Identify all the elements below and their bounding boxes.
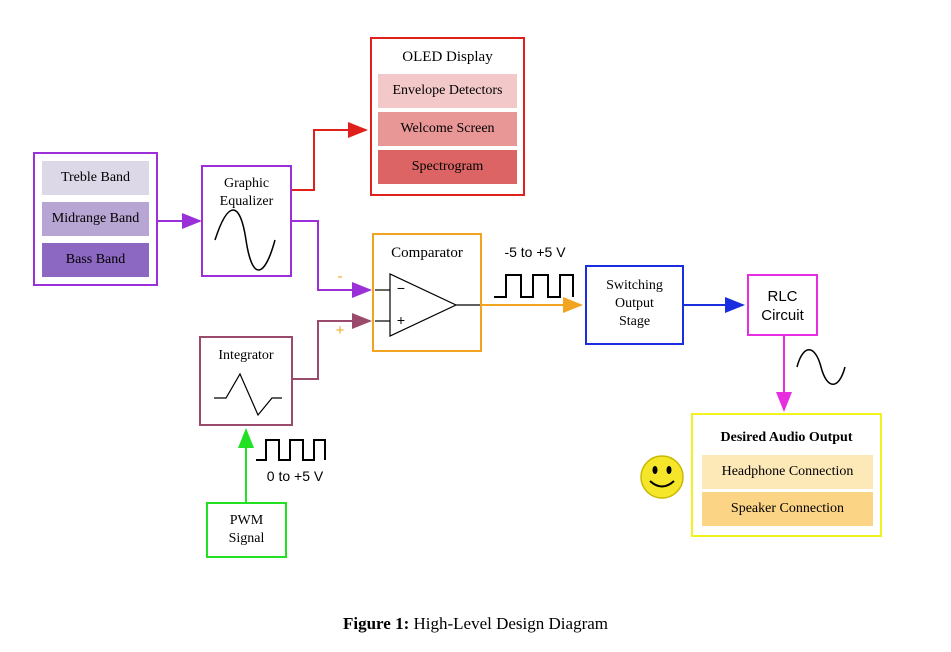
integrator-triangle-wave	[214, 372, 282, 417]
desired-audio-output-block: Desired Audio Output Headphone Connectio…	[691, 413, 882, 537]
headphone-connection: Headphone Connection	[702, 455, 873, 489]
oled-spectrogram: Spectrogram	[378, 150, 517, 184]
switching-output-stage-label: Switching Output Stage	[606, 278, 663, 329]
graphic-equalizer-label: Graphic Equalizer	[219, 176, 274, 209]
figure-caption-text: High-Level Design Diagram	[409, 614, 609, 633]
equalizer-to-oled-arrow	[292, 122, 368, 191]
switching-output-stage-block: Switching Output Stage	[585, 265, 684, 345]
smiley-icon	[640, 455, 684, 499]
figure-caption: Figure 1: High-Level Design Diagram	[0, 614, 951, 634]
speaker-connection: Speaker Connection	[702, 492, 873, 526]
comparator-plus-mark: +	[335, 322, 345, 339]
pwm-voltage-label: 0 to +5 V	[266, 468, 324, 484]
treble-band: Treble Band	[42, 161, 149, 195]
comparator-plus-input: +	[396, 312, 406, 328]
rlc-circuit-block: RLC Circuit	[747, 274, 818, 336]
comparator-block: Comparator − +	[372, 233, 482, 352]
graphic-equalizer-block: Graphic Equalizer	[201, 165, 292, 277]
comparator-minus-input: −	[396, 280, 406, 296]
comparator-square-wave	[494, 274, 574, 298]
rlc-circuit-label: RLC Circuit	[761, 288, 804, 324]
comparator-minus-mark: -	[337, 268, 343, 285]
oled-welcome-screen: Welcome Screen	[378, 112, 517, 146]
desired-audio-output-title: Desired Audio Output	[720, 430, 853, 445]
bass-band: Bass Band	[42, 243, 149, 277]
equalizer-sine-wave	[214, 209, 276, 271]
comparator-opamp-symbol	[375, 273, 482, 337]
pwm-signal-label: PWM Signal	[228, 513, 265, 546]
integrator-block: Integrator	[199, 336, 293, 426]
rlc-output-sine-wave	[796, 349, 846, 385]
oled-display-title: OLED Display	[402, 49, 493, 65]
comparator-output-voltage-label: -5 to +5 V	[504, 244, 566, 260]
oled-display-block: OLED Display Envelope Detectors Welcome …	[370, 37, 525, 196]
pwm-signal-block: PWM Signal	[206, 502, 287, 558]
midrange-band: Midrange Band	[42, 202, 149, 236]
equalizer-to-comparator-arrow	[292, 220, 372, 298]
integrator-to-comparator-arrow	[293, 313, 372, 380]
oled-envelope-detectors: Envelope Detectors	[378, 74, 517, 108]
figure-caption-prefix: Figure 1:	[342, 614, 410, 633]
bands-box: Treble Band Midrange Band Bass Band	[33, 152, 158, 286]
comparator-label: Comparator	[391, 245, 463, 261]
pwm-square-wave	[256, 439, 326, 461]
integrator-label: Integrator	[218, 348, 274, 363]
